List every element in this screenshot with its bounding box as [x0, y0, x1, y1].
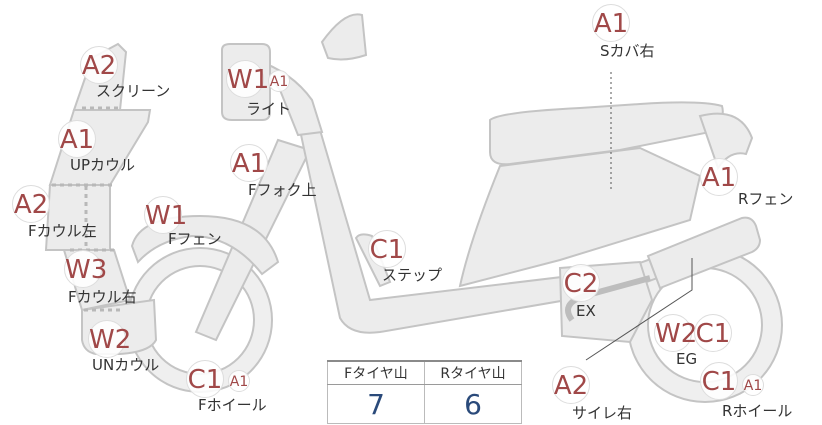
part-label: スクリーン	[96, 82, 171, 100]
part-label: EX	[576, 302, 596, 320]
f-cowl-left-shape	[44, 184, 111, 251]
grade-badge: W2	[88, 320, 131, 358]
part-label: UPカウル	[70, 156, 136, 174]
part-label: Rフェン	[738, 190, 794, 208]
grade-badge: C1	[694, 314, 732, 352]
grade-badge: A2	[552, 366, 590, 404]
grade-badge: A1	[592, 4, 630, 42]
part-label: Fホイール	[198, 396, 267, 414]
grade-badge-small: A1	[268, 70, 290, 92]
front-tread-value: 7	[327, 384, 425, 424]
grade-badge: A1	[700, 158, 738, 196]
grade-badge: A1	[230, 144, 268, 182]
grade-badge: W3	[64, 250, 107, 288]
part-label: EG	[676, 350, 698, 368]
part-label: サイレ右	[572, 404, 633, 422]
mirror-shape	[320, 13, 368, 61]
part-label: ライト	[246, 100, 292, 118]
grade-badge: A1	[58, 120, 96, 158]
part-label: Fフォク上	[248, 181, 317, 199]
grade-badge-small: A1	[742, 374, 764, 396]
tire-tread-table: Fタイヤ山 Rタイヤ山 7 6	[327, 360, 522, 424]
silencer-shape	[646, 216, 762, 290]
part-label: ステップ	[382, 266, 443, 284]
part-label: Fカウル右	[68, 288, 137, 306]
grade-badge: W1	[144, 196, 187, 234]
grade-badge: C1	[700, 362, 738, 400]
rear-tread-value: 6	[424, 384, 522, 424]
part-label: Fフェン	[168, 230, 222, 248]
grade-badge: A2	[80, 46, 118, 84]
grade-badge: W1	[226, 60, 269, 98]
part-label: UNカウル	[92, 356, 160, 374]
grade-badge: W2	[654, 314, 697, 352]
front-tread-header: Fタイヤ山	[327, 360, 425, 385]
grade-badge-small: A1	[228, 370, 250, 392]
grade-badge: C2	[562, 264, 600, 302]
rear-tread-header: Rタイヤ山	[424, 360, 522, 385]
part-label: Sカバ右	[600, 42, 655, 60]
part-label: Rホイール	[722, 402, 793, 420]
grade-badge: C1	[186, 360, 224, 398]
grade-badge: C1	[368, 230, 406, 268]
side-cover-shape	[458, 146, 702, 288]
part-label: Fカウル左	[28, 222, 97, 240]
grade-badge: A2	[12, 185, 50, 223]
seat-shape	[489, 101, 724, 166]
silencer-leader	[585, 258, 693, 361]
